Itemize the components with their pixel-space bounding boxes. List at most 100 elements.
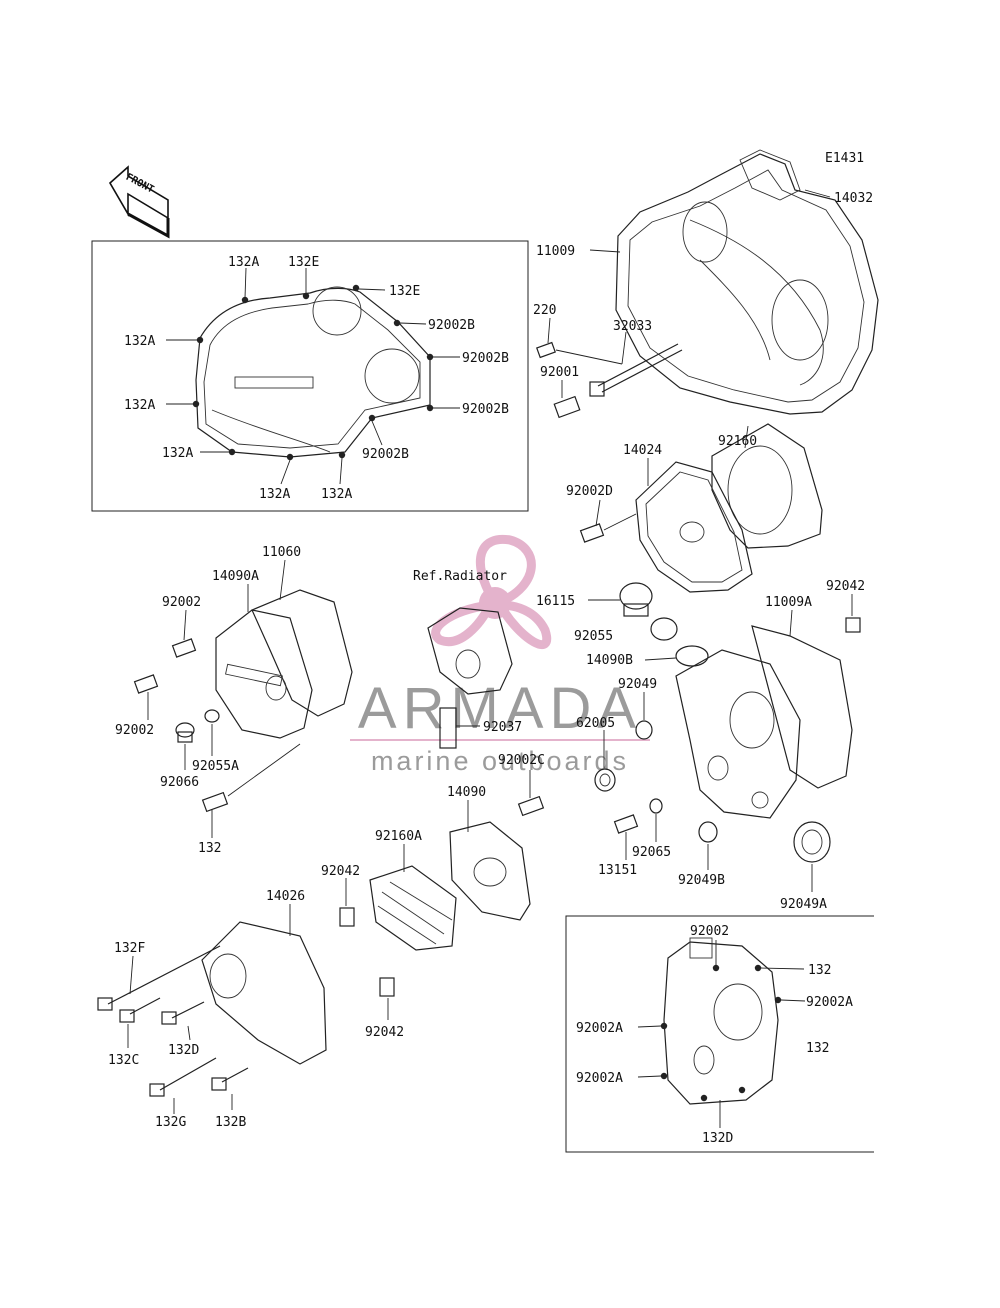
label-132A: 132A	[124, 334, 155, 349]
label-92002: 92002	[115, 723, 154, 738]
part-plate-14090: 14090	[447, 785, 531, 921]
part-collar-92042-upper: 92042	[321, 864, 360, 927]
part-oring-92055A: 92055A	[192, 709, 239, 774]
part-seal-92049A: 92049A	[780, 821, 831, 912]
part-bolt-92002D: 92002D	[566, 484, 637, 543]
label-132E: 132E	[389, 284, 420, 299]
label-220: 220	[533, 303, 556, 318]
part-pipe-14090B: 14090B	[586, 645, 709, 668]
part-cap-16115: 16115	[536, 582, 653, 617]
part-cover-14026: 14026	[201, 889, 327, 1065]
part-bolt-92002-upper: 92002	[162, 595, 201, 658]
part-bolt-132F: 132F	[97, 941, 221, 1011]
label-14090A: 14090A	[212, 569, 259, 584]
label-92002A: 92002A	[576, 1071, 623, 1086]
part-gasket-92160: 92160	[711, 423, 823, 549]
label-132D: 132D	[702, 1131, 733, 1146]
propeller-logo-icon	[431, 534, 552, 650]
part-seal-92049B: 92049B	[678, 821, 725, 888]
label-132C: 132C	[108, 1053, 139, 1068]
label-132: 132	[806, 1041, 829, 1056]
part-collar-92042-lower: 92042	[365, 977, 404, 1040]
label-92042: 92042	[321, 864, 360, 879]
label-92002B: 92002B	[362, 447, 409, 462]
label-14024: 14024	[623, 443, 662, 458]
label-132G: 132G	[155, 1115, 186, 1130]
label-11009: 11009	[536, 244, 575, 259]
inset-box-pump-cover: 92002 132 92002A 92002A 132 92002A 132D	[565, 915, 874, 1153]
label-92002B: 92002B	[462, 351, 509, 366]
label-92042: 92042	[826, 579, 865, 594]
inset-box-clutch-cover: 132A 132E 132E 132A 92002B 92002B 132A 9…	[91, 240, 529, 512]
label-92065: 92065	[632, 845, 671, 860]
watermark-title: ARMADA	[358, 676, 642, 741]
label-92002: 92002	[162, 595, 201, 610]
label-92049: 92049	[618, 677, 657, 692]
part-bolt-132G: 132G	[149, 1057, 217, 1130]
label-132: 132	[198, 841, 221, 856]
label-132B: 132B	[215, 1115, 246, 1130]
label-92001: 92001	[540, 365, 579, 380]
part-bolt-132D: 132D	[161, 1001, 205, 1058]
part-collar-92042-right: 92042	[826, 579, 865, 633]
label-92055: 92055	[574, 629, 613, 644]
label-92002C: 92002C	[498, 753, 545, 768]
label-14026: 14026	[266, 889, 305, 904]
label-92002B: 92002B	[428, 318, 475, 333]
label-92002D: 92002D	[566, 484, 613, 499]
front-arrow-icon: FRONT	[108, 165, 170, 239]
label-132: 132	[808, 963, 831, 978]
part-seal-62005: 62005	[576, 716, 616, 792]
label-11060: 11060	[262, 545, 301, 560]
part-seal-92049: 92049	[618, 677, 657, 740]
part-cover-14032: 14032 11009	[536, 149, 879, 415]
part-rod-32033: 32033	[555, 319, 683, 397]
part-cover-14024: 14024	[623, 443, 753, 593]
part-plate-92160A: 92160A	[369, 829, 457, 951]
label-132A: 132A	[124, 398, 155, 413]
label-92002B: 92002B	[462, 402, 509, 417]
part-water-pump: Ref.Radiator 92037	[413, 569, 522, 749]
part-oring-92055: 92055	[574, 617, 678, 644]
label-13151: 13151	[598, 863, 637, 878]
label-92055A: 92055A	[192, 759, 239, 774]
part-bolt-220: 220	[533, 303, 556, 359]
label-11009A: 11009A	[765, 595, 812, 610]
part-bolt-132B: 132B	[211, 1067, 249, 1130]
label-92049A: 92049A	[780, 897, 827, 912]
label-92037: 92037	[483, 720, 522, 735]
label-132A: 132A	[162, 446, 193, 461]
label-92002A: 92002A	[806, 995, 853, 1010]
label-92066: 92066	[160, 775, 199, 790]
watermark-subtitle: marine outboards	[371, 746, 629, 776]
label-132E: 132E	[288, 255, 319, 270]
label-92042: 92042	[365, 1025, 404, 1040]
part-bolt-132: 132	[198, 743, 301, 856]
part-bolt-132C: 132C	[108, 997, 161, 1068]
label-62005: 62005	[576, 716, 615, 731]
watermark: ARMADA marine outboards	[350, 534, 650, 776]
label-ref-radiator: Ref.Radiator	[413, 569, 507, 584]
label-92160: 92160	[718, 434, 757, 449]
label-132A: 132A	[228, 255, 259, 270]
part-bolt-92002C: 92002C	[498, 753, 545, 817]
label-132A: 132A	[259, 487, 290, 502]
label-14032: 14032	[834, 191, 873, 206]
part-oring-92065: 92065	[632, 798, 671, 860]
label-92049B: 92049B	[678, 873, 725, 888]
label-92002: 92002	[690, 924, 729, 939]
label-32033: 32033	[613, 319, 652, 334]
part-bolt-92002-lower: 92002	[115, 674, 159, 738]
label-14090B: 14090B	[586, 653, 633, 668]
label-92002A: 92002A	[576, 1021, 623, 1036]
label-132F: 132F	[114, 941, 145, 956]
label-92160A: 92160A	[375, 829, 422, 844]
part-cover-14090A: 14090A	[212, 569, 313, 739]
diagram-code: E1431	[825, 151, 864, 166]
part-cover-11009A: 11009A	[675, 595, 853, 819]
part-bolt-92001: 92001	[540, 365, 581, 419]
label-132D: 132D	[168, 1043, 199, 1058]
label-16115: 16115	[536, 594, 575, 609]
part-gasket-11060: 11060	[251, 545, 353, 717]
